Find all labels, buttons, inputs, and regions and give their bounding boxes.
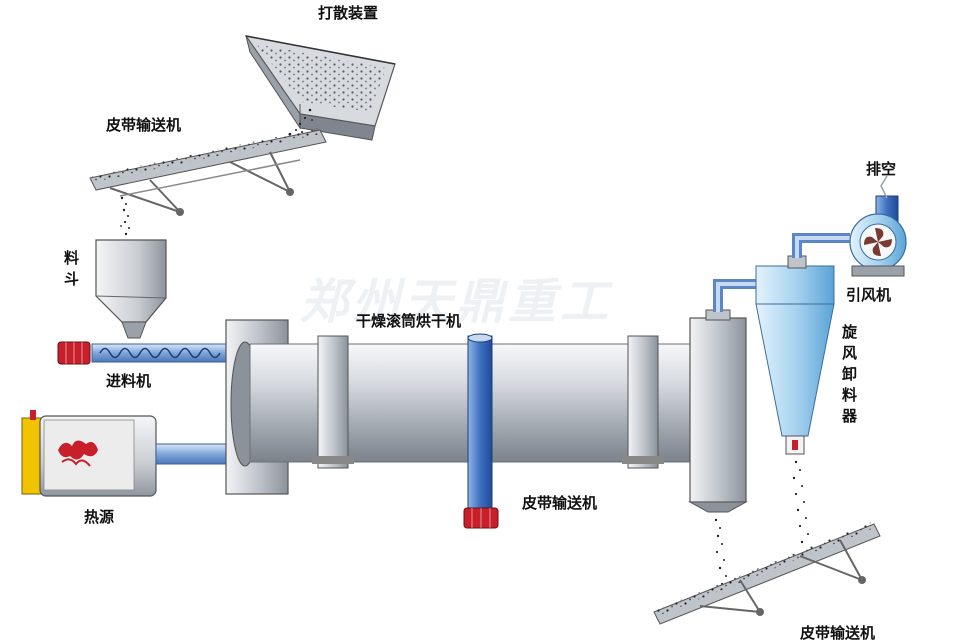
belt-conveyor-bottom: [653, 522, 881, 625]
label-cyclone-collector: 旋风卸料器: [842, 323, 858, 425]
label-hopper: 料斗: [64, 249, 80, 288]
hopper: [95, 239, 167, 339]
belt-conveyor-middle: [463, 333, 499, 529]
fan-duct: [792, 233, 850, 258]
label-heat-source: 热源: [84, 508, 115, 526]
cyclone-collector: [755, 255, 835, 455]
belt-conveyor-top: [89, 128, 327, 216]
particle-stream-drum: [714, 518, 727, 586]
label-belt-conveyor-top: 皮带输送机: [106, 116, 182, 134]
particle-stream-hopper: [120, 196, 130, 236]
drum-dryer: [225, 309, 748, 513]
screw-feeder: [57, 341, 229, 365]
watermark: 郑州天鼎重工: [300, 274, 613, 330]
label-induced-draft-fan: 引风机: [846, 286, 892, 304]
label-drum-dryer: 干燥滚筒烘干机: [356, 312, 462, 330]
dispersing-device: [244, 35, 396, 141]
induced-draft-fan: [849, 175, 907, 277]
label-belt-conveyor-middle: 皮带输送机: [522, 494, 598, 512]
heat-source: [21, 410, 227, 497]
particle-stream-cyclone: [792, 460, 811, 551]
label-belt-conveyor-bottom: 皮带输送机: [800, 624, 876, 642]
label-feeder: 进料机: [106, 372, 152, 390]
label-dispersing-device: 打散装置: [318, 4, 379, 22]
air-duct: [713, 279, 760, 312]
label-exhaust: 排空: [866, 160, 897, 178]
